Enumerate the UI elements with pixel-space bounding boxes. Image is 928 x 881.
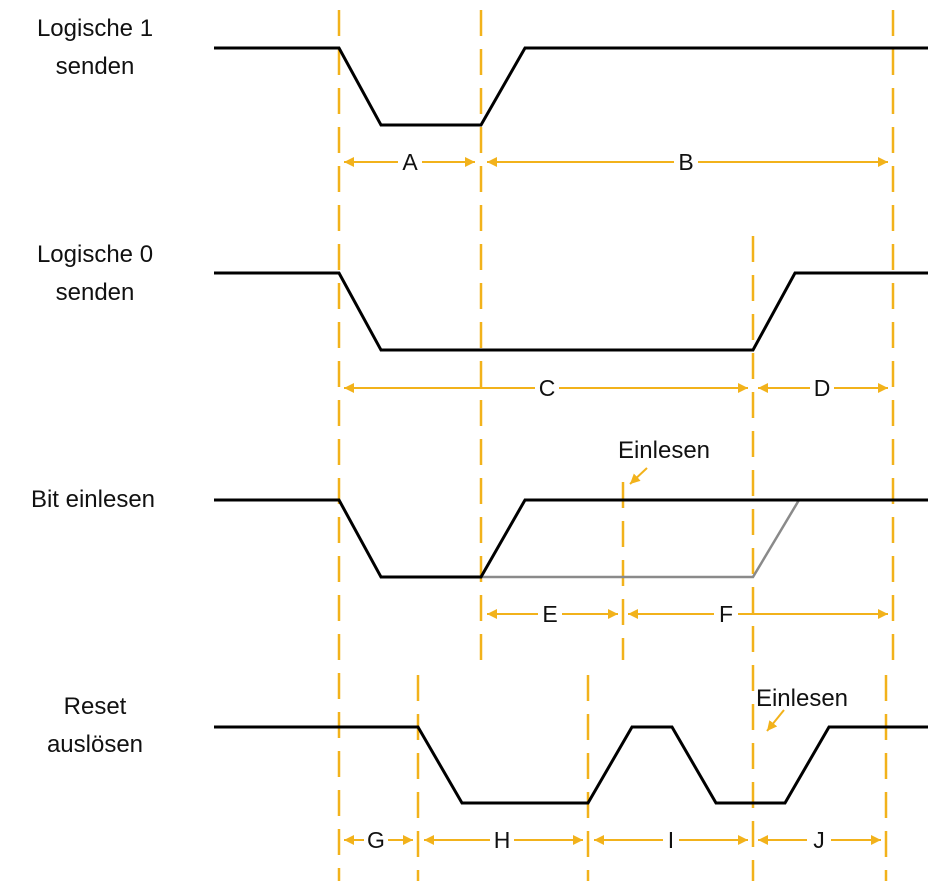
marker-lines (337, 10, 895, 881)
waveform-read-bit (214, 498, 928, 579)
row-label-logic-1: Logische 1 senden (10, 10, 180, 86)
segment-label-g: G (367, 827, 385, 853)
label-bg-g (364, 828, 388, 852)
segment-label-e: E (542, 601, 557, 627)
row-label-line: Logische 1 (36, 15, 154, 42)
label-bg-c (535, 376, 559, 400)
segment-label-d: D (814, 375, 831, 401)
row-label-line: senden (55, 279, 135, 306)
segment-label-i: I (668, 827, 674, 853)
label-bg-d (810, 376, 834, 400)
pointer-read-bit (629, 467, 648, 485)
pointer-read-reset (766, 709, 785, 732)
label-bg-h (490, 828, 514, 852)
waveform-logic-0 (214, 271, 928, 352)
waveform-read-bit-alt (481, 499, 801, 579)
row-label-line: senden (55, 53, 135, 80)
label-bg-j (807, 828, 831, 852)
label-bg-b (674, 150, 698, 174)
segment-label-j: J (813, 827, 825, 853)
segment-labels: A B C D E F G H I J (367, 149, 830, 853)
row-label-line: Bit einlesen (30, 486, 156, 513)
segment-label-h: H (494, 827, 511, 853)
segment-label-a: A (402, 149, 418, 175)
label-bg-a (398, 150, 422, 174)
row-label-read-bit: Bit einlesen (0, 481, 186, 519)
waveforms (214, 46, 928, 805)
row-label-line: Reset (63, 693, 127, 720)
row-label-line: auslösen (46, 731, 144, 758)
row-label-reset: Reset auslösen (10, 688, 180, 764)
segment-label-backgrounds (364, 150, 834, 852)
label-bg-i (663, 828, 679, 852)
note-read-bit: Einlesen (618, 437, 710, 464)
segment-label-b: B (678, 149, 693, 175)
note-read-reset: Einlesen (756, 685, 848, 712)
label-bg-f (714, 602, 738, 626)
segment-label-c: C (539, 375, 556, 401)
waveform-reset (214, 725, 928, 805)
segment-label-f: F (719, 601, 733, 627)
waveform-logic-1 (214, 46, 928, 127)
row-label-line: Logische 0 (36, 241, 154, 268)
label-bg-e (538, 602, 562, 626)
row-label-logic-0: Logische 0 senden (10, 236, 180, 312)
